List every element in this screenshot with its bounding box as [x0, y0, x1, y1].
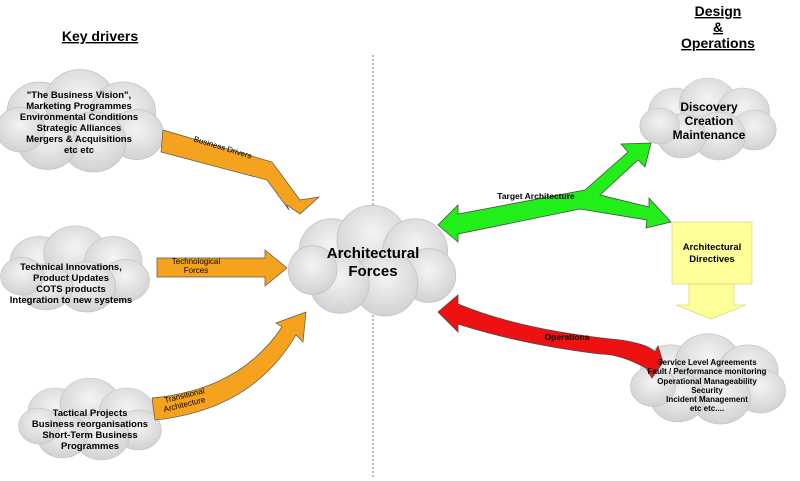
- business-line-3: Environmental Conditions: [20, 112, 138, 123]
- directives-line-1: Architectural: [683, 242, 742, 253]
- business-line-1: "The Business Vision",: [27, 90, 131, 101]
- technical-line-3: COTS products: [36, 284, 106, 295]
- service-line-2: Fault / Performance monitoring: [648, 367, 767, 376]
- business-line-5: Mergers & Acquisitions: [26, 134, 132, 145]
- technological-label-line-1: Technological: [172, 257, 221, 266]
- discovery-line-3: Maintenance: [673, 128, 746, 142]
- transitional-architecture-arrow: [151, 311, 307, 421]
- business-cloud-text: "The Business Vision", Marketing Program…: [20, 90, 138, 156]
- business-line-6: etc etc: [64, 145, 94, 156]
- service-line-3: Operational Manageability: [657, 377, 757, 386]
- technical-line-4: Integration to new systems: [10, 295, 132, 306]
- business-line-4: Strategic Alliances: [37, 123, 122, 134]
- service-line-4: Security: [691, 386, 723, 395]
- center-cloud-text: Architectural Forces: [327, 245, 420, 280]
- tactical-line-4: Programmes: [61, 441, 119, 452]
- technical-cloud-text: Technical Innovations, Product Updates C…: [10, 262, 132, 306]
- design-operations-header: Design & Operations: [681, 3, 755, 51]
- tactical-line-2: Business reorganisations: [32, 419, 148, 430]
- center-line-1: Architectural: [327, 245, 420, 262]
- tactical-cloud-text: Tactical Projects Business reorganisatio…: [32, 408, 148, 452]
- target-architecture-arrow: [437, 142, 672, 243]
- target-architecture-label: Target Architecture: [497, 191, 575, 201]
- center-line-2: Forces: [348, 263, 397, 280]
- directives-down-arrow: [675, 283, 747, 320]
- operations-label: Operations: [545, 332, 590, 342]
- tactical-line-1: Tactical Projects: [53, 408, 128, 419]
- tactical-line-3: Short-Term Business: [42, 430, 137, 441]
- discovery-line-1: Discovery: [680, 100, 738, 114]
- service-line-1: Service Level Agreements: [657, 358, 757, 367]
- technical-line-2: Product Updates: [33, 273, 109, 284]
- design-header-line-3: Operations: [681, 35, 755, 51]
- service-line-5: Incident Management: [666, 395, 748, 404]
- discovery-line-2: Creation: [685, 114, 734, 128]
- design-header-line-1: Design: [695, 3, 742, 19]
- architectural-directives-box: [671, 221, 753, 285]
- technical-line-1: Technical Innovations,: [20, 262, 122, 273]
- design-header-line-2: &: [713, 19, 723, 35]
- operations-arrow: [437, 294, 664, 379]
- technological-label-line-2: Forces: [184, 266, 208, 275]
- technological-forces-arrow: [156, 249, 288, 287]
- discovery-cloud-text: Discovery Creation Maintenance: [673, 100, 746, 142]
- key-drivers-header: Key drivers: [62, 28, 138, 44]
- business-line-2: Marketing Programmes: [26, 101, 132, 112]
- service-cloud-text: Service Level Agreements Fault / Perform…: [648, 358, 767, 413]
- service-line-6: etc etc....: [690, 404, 724, 413]
- business-drivers-arrow: [160, 129, 321, 215]
- directives-line-2: Directives: [689, 254, 734, 265]
